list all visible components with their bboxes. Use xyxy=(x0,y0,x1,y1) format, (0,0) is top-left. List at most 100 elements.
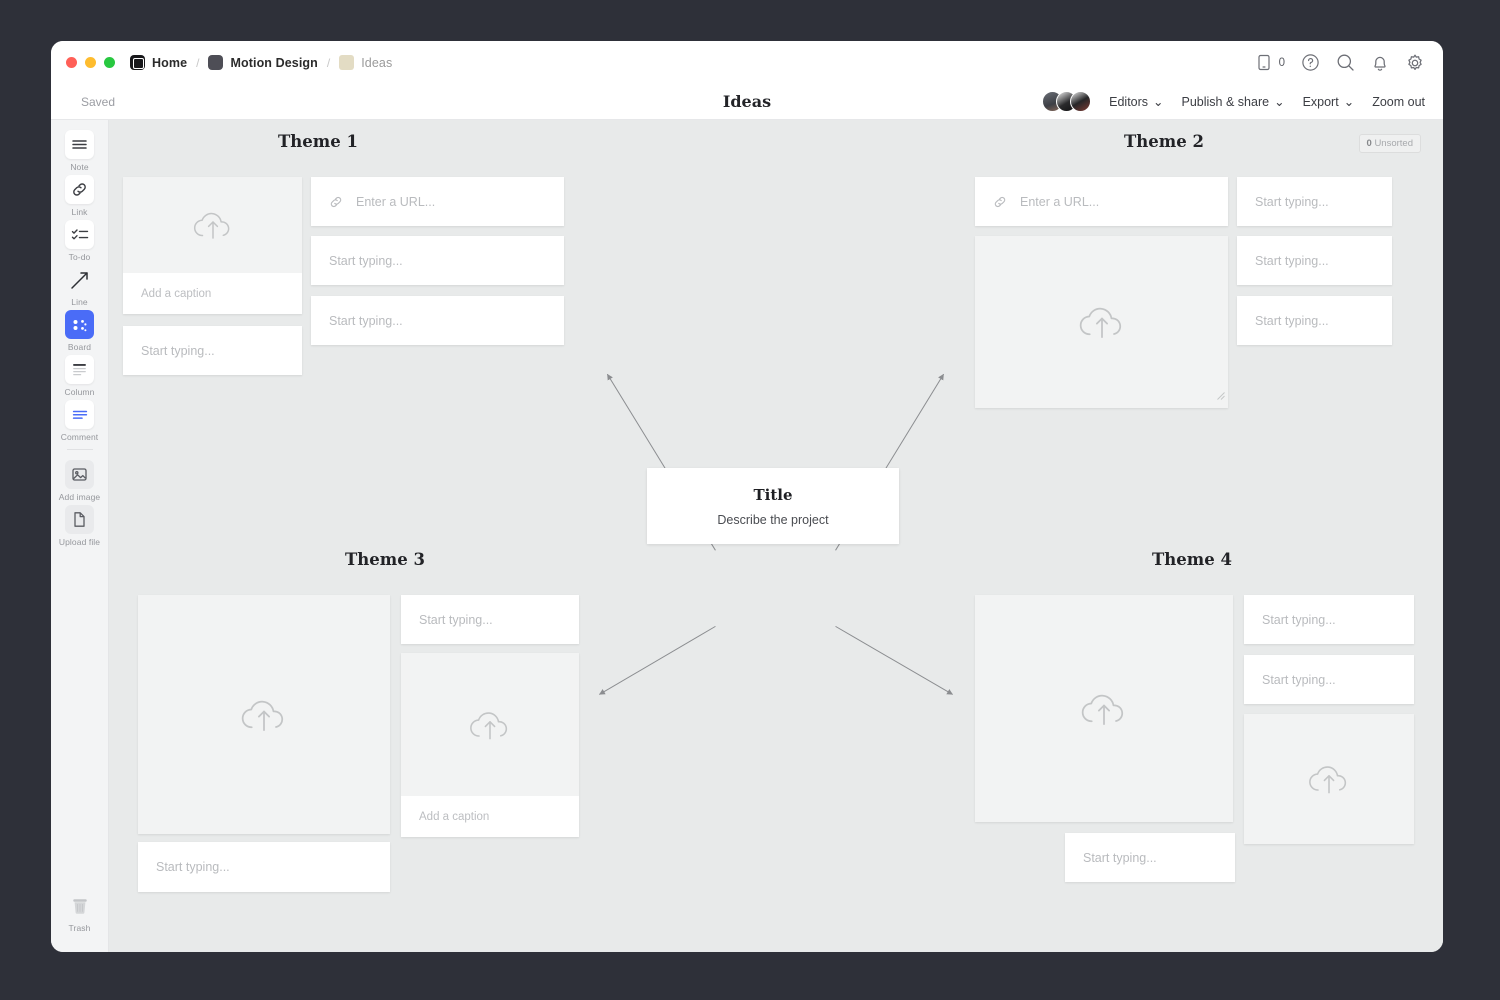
note-icon xyxy=(65,130,94,159)
titlebar-actions: 0 xyxy=(1257,53,1425,73)
note-card[interactable]: Start typing... xyxy=(123,326,302,375)
sidebar-item-column[interactable]: Column xyxy=(57,355,103,397)
settings-gear-icon[interactable] xyxy=(1405,53,1425,73)
sidebar-label-line: Line xyxy=(71,297,88,307)
image-dropzone[interactable] xyxy=(123,177,302,273)
link-icon xyxy=(993,195,1007,209)
image-dropzone[interactable] xyxy=(138,595,390,834)
sidebar-label-comment: Comment xyxy=(60,432,99,442)
chevron-down-icon: ⌄ xyxy=(1153,95,1164,109)
editor-avatars[interactable] xyxy=(1042,91,1092,112)
zoom-out-button[interactable]: Zoom out xyxy=(1372,95,1425,109)
breadcrumb-item-motion-design[interactable]: Motion Design xyxy=(208,55,318,70)
url-card[interactable]: Enter a URL... xyxy=(311,177,564,226)
url-placeholder: Enter a URL... xyxy=(1020,194,1100,209)
note-card[interactable]: Start typing... xyxy=(1244,655,1414,704)
note-placeholder: Start typing... xyxy=(1262,672,1336,687)
unsorted-label: Unsorted xyxy=(1374,138,1413,149)
image-card[interactable] xyxy=(1244,714,1414,844)
note-card[interactable]: Start typing... xyxy=(1237,177,1392,226)
avatar xyxy=(1070,91,1092,112)
unsorted-badge[interactable]: 0 Unsorted xyxy=(1358,134,1421,153)
image-caption-field[interactable]: Add a caption xyxy=(123,273,302,314)
link-icon xyxy=(329,195,343,209)
image-dropzone[interactable] xyxy=(975,236,1228,408)
sidebar-item-line[interactable]: Line xyxy=(57,265,103,307)
help-icon[interactable] xyxy=(1301,53,1320,72)
sidebar-item-add-image[interactable]: Add image xyxy=(57,460,103,502)
comment-icon xyxy=(65,400,94,429)
image-dropzone[interactable] xyxy=(1244,714,1414,844)
folder-tan-icon xyxy=(339,55,355,70)
app-window: Home / Motion Design / Ideas 0 xyxy=(51,41,1443,952)
close-window-button[interactable] xyxy=(66,57,77,68)
note-placeholder: Start typing... xyxy=(156,860,230,874)
breadcrumb: Home / Motion Design / Ideas xyxy=(130,55,392,70)
center-title: Title xyxy=(753,485,793,504)
traffic-lights xyxy=(66,57,115,68)
export-menu[interactable]: Export ⌄ xyxy=(1303,94,1355,110)
connector-bottom-left xyxy=(599,625,716,695)
window-titlebar: Home / Motion Design / Ideas 0 xyxy=(51,41,1443,84)
image-card[interactable] xyxy=(975,595,1233,822)
image-card[interactable] xyxy=(138,595,390,834)
image-card[interactable]: Add a caption xyxy=(123,177,302,314)
save-status: Saved xyxy=(81,94,116,109)
note-card[interactable]: Start typing... xyxy=(311,236,564,285)
note-card[interactable]: Start typing... xyxy=(1237,236,1392,285)
center-title-card[interactable]: Title Describe the project xyxy=(647,468,899,544)
image-card[interactable] xyxy=(975,236,1228,408)
board-icon xyxy=(65,310,94,339)
caption-placeholder: Add a caption xyxy=(141,287,212,300)
sidebar-item-trash[interactable]: Trash xyxy=(57,891,103,933)
mobile-preview-icon[interactable] xyxy=(1257,54,1272,71)
note-placeholder: Start typing... xyxy=(1255,253,1329,268)
note-placeholder: Start typing... xyxy=(329,313,403,328)
image-caption-field[interactable]: Add a caption xyxy=(401,796,579,837)
image-dropzone[interactable] xyxy=(401,653,579,796)
board-canvas[interactable]: 0 Unsorted Theme 1 Add a caption xyxy=(109,120,1443,952)
resize-handle[interactable] xyxy=(1216,387,1225,405)
note-card[interactable]: Start typing... xyxy=(311,296,564,345)
theme-title-4: Theme 4 xyxy=(1152,550,1232,569)
chevron-down-icon: ⌄ xyxy=(1274,95,1285,109)
link-icon xyxy=(65,175,94,204)
chevron-down-icon: ⌄ xyxy=(1343,95,1355,109)
tools-sidebar: Note Link xyxy=(51,120,109,952)
sidebar-item-board[interactable]: Board xyxy=(57,310,103,352)
minimize-window-button[interactable] xyxy=(85,57,96,68)
breadcrumb-item-home[interactable]: Home xyxy=(130,55,187,70)
sidebar-item-note[interactable]: Note xyxy=(57,130,103,172)
breadcrumb-separator: / xyxy=(196,55,200,70)
editors-label: Editors xyxy=(1109,94,1149,109)
note-card[interactable]: Start typing... xyxy=(138,842,390,892)
breadcrumb-item-ideas[interactable]: Ideas xyxy=(339,55,392,70)
connector-bottom-right xyxy=(835,625,953,695)
search-icon[interactable] xyxy=(1336,53,1355,72)
sidebar-label-todo: To-do xyxy=(68,252,91,262)
sidebar-label-add-image: Add image xyxy=(58,492,101,502)
sidebar-item-upload-file[interactable]: Upload file xyxy=(57,505,103,547)
maximize-window-button[interactable] xyxy=(104,57,115,68)
sidebar-label-note: Note xyxy=(70,162,89,172)
note-placeholder: Start typing... xyxy=(1255,313,1329,328)
sidebar-item-link[interactable]: Link xyxy=(57,175,103,217)
note-card[interactable]: Start typing... xyxy=(1237,296,1392,345)
note-card[interactable]: Start typing... xyxy=(401,595,579,644)
note-card[interactable]: Start typing... xyxy=(1244,595,1414,644)
breadcrumb-label-ideas: Ideas xyxy=(361,55,393,70)
note-card[interactable]: Start typing... xyxy=(1065,833,1235,882)
url-card[interactable]: Enter a URL... xyxy=(975,177,1228,226)
publish-share-menu[interactable]: Publish & share ⌄ xyxy=(1181,94,1285,110)
notifications-bell-icon[interactable] xyxy=(1371,53,1389,72)
publish-share-label: Publish & share xyxy=(1181,94,1270,109)
image-dropzone[interactable] xyxy=(975,595,1233,822)
editors-menu[interactable]: Editors ⌄ xyxy=(1109,94,1164,110)
sidebar-item-todo[interactable]: To-do xyxy=(57,220,103,262)
column-icon xyxy=(65,355,94,384)
image-card[interactable]: Add a caption xyxy=(401,653,579,837)
sidebar-item-comment[interactable]: Comment xyxy=(57,400,103,442)
trash-icon xyxy=(65,891,94,920)
theme-title-2: Theme 2 xyxy=(1124,132,1204,151)
breadcrumb-separator-2: / xyxy=(326,55,331,70)
